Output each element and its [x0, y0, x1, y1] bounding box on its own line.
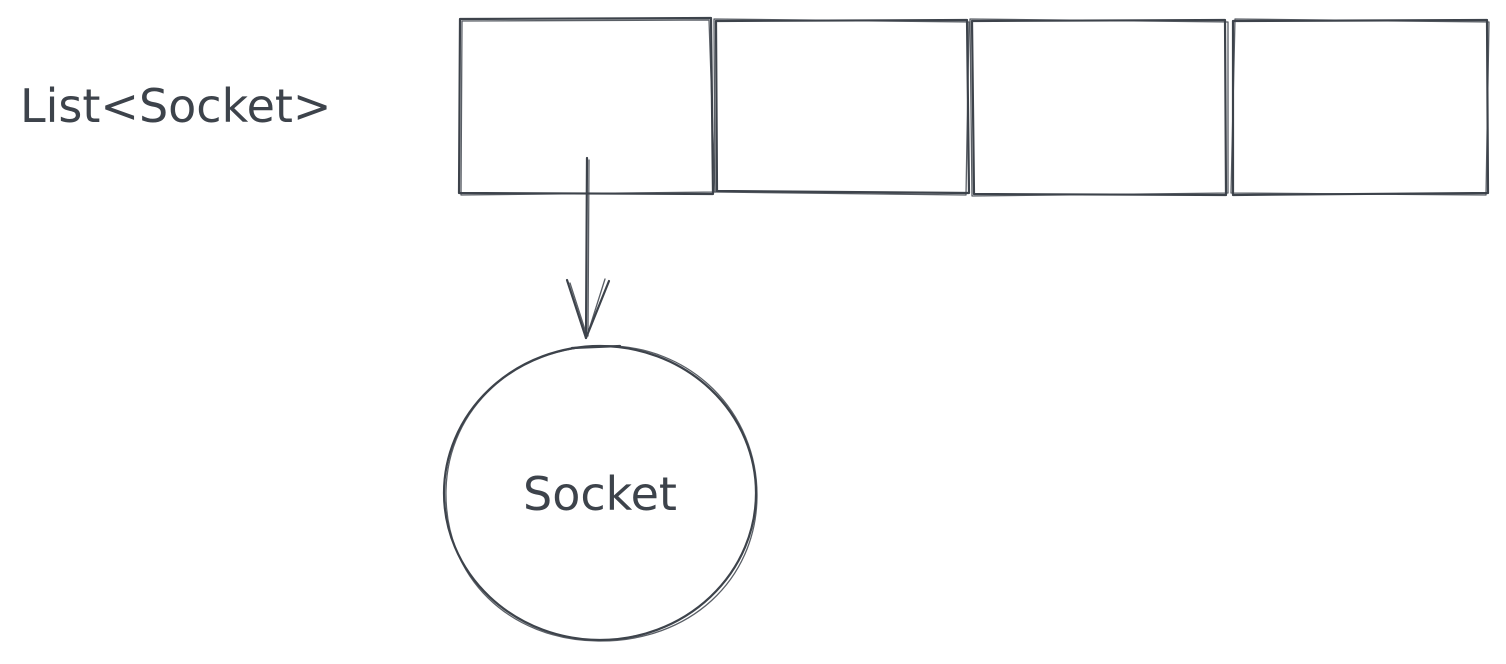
list-cell-4 — [1230, 18, 1490, 197]
list-array — [457, 16, 1490, 197]
list-cell-3 — [969, 18, 1229, 197]
socket-node-label: Socket — [523, 467, 677, 521]
socket-node — [442, 344, 758, 642]
list-cell-2 — [713, 18, 971, 196]
list-label: List<Socket> — [20, 79, 331, 133]
reference-arrow — [565, 156, 611, 340]
